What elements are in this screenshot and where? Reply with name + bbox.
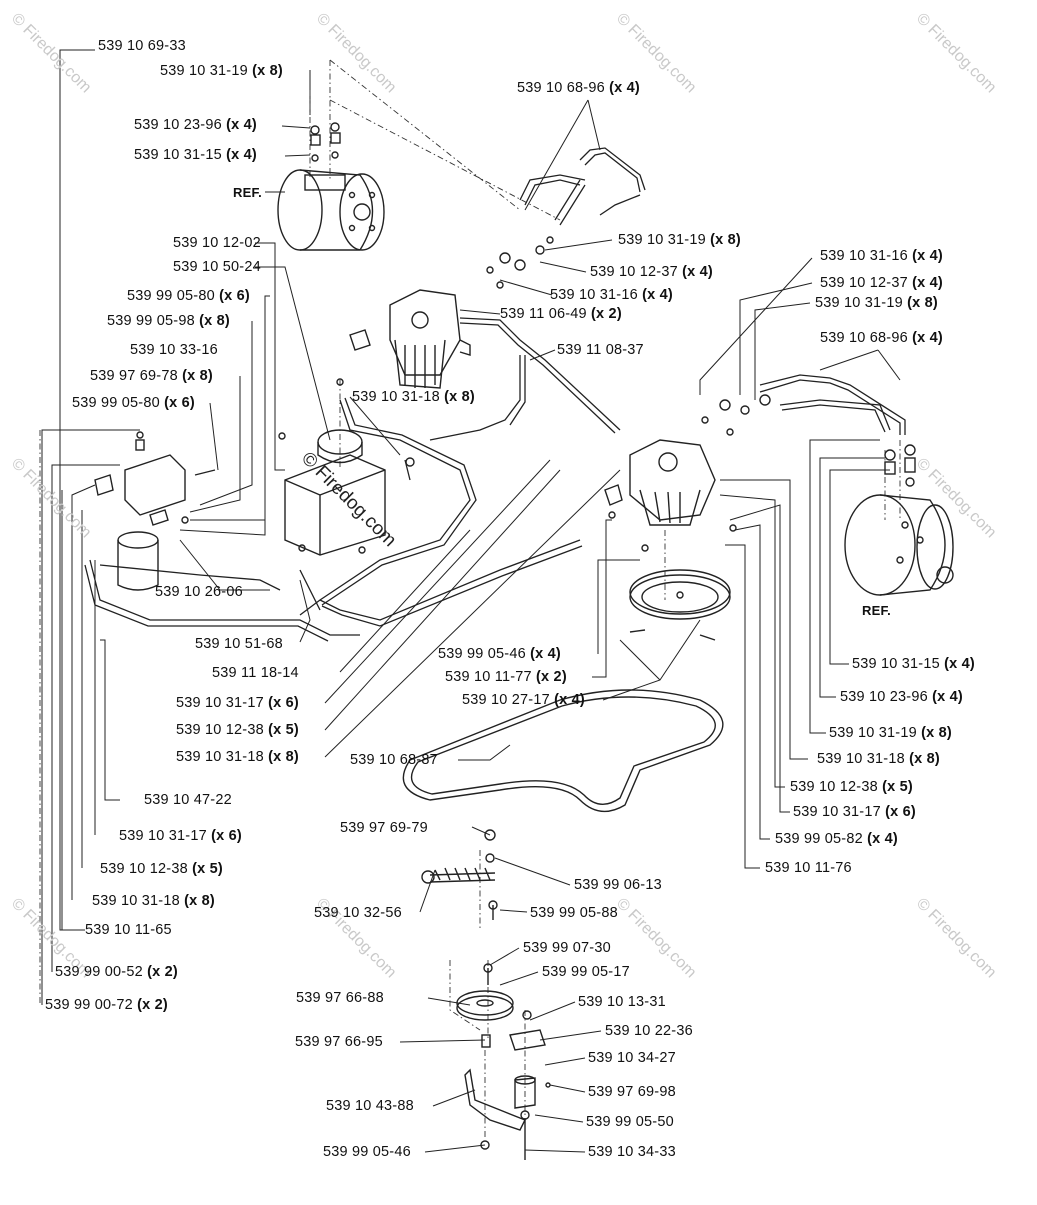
- reference-label-left: REF.: [233, 185, 262, 200]
- callout-label: 539 10 31-17 (x 6): [793, 804, 916, 820]
- callout-label: 539 10 31-18 (x 8): [92, 893, 215, 909]
- callout-label: 539 10 31-18 (x 8): [176, 749, 299, 765]
- callout-label: 539 10 32-56: [314, 905, 402, 921]
- bottom-leader-lines: [399, 744, 602, 1153]
- callout-label: 539 10 12-37 (x 4): [590, 264, 713, 280]
- callout-label: 539 97 66-88: [296, 990, 384, 1006]
- callout-label: 539 99 05-50: [586, 1114, 674, 1130]
- assembly-dashed-lines: [39, 59, 901, 1150]
- callout-label: 539 99 05-46: [323, 1144, 411, 1160]
- callout-label: 539 99 06-13: [574, 877, 662, 893]
- callout-label: 539 97 69-79: [340, 820, 428, 836]
- callout-label: 539 10 31-17 (x 6): [176, 695, 299, 711]
- drive-pulley: [629, 569, 731, 641]
- callout-label: 539 99 00-52 (x 2): [55, 964, 178, 980]
- right-leader-lines: [349, 99, 901, 869]
- top-hydraulic-pump: [336, 289, 471, 389]
- filter-assembly: [94, 431, 216, 591]
- right-hydraulic-motor: [844, 444, 954, 596]
- reference-label-right: REF.: [862, 603, 891, 618]
- callout-label: 539 97 69-98: [588, 1084, 676, 1100]
- callout-label: 539 10 31-19 (x 8): [618, 232, 741, 248]
- callout-label: 539 10 12-38 (x 5): [100, 861, 223, 877]
- callout-label: 539 99 05-98 (x 8): [107, 313, 230, 329]
- callout-label: 539 10 47-22: [144, 792, 232, 808]
- callout-label: 539 10 33-16: [130, 342, 218, 358]
- callout-label: 539 10 68-87: [350, 752, 438, 768]
- callout-label: 539 10 31-15 (x 4): [134, 147, 257, 163]
- callout-label: 539 10 34-27: [588, 1050, 676, 1066]
- callout-label: 539 10 50-24: [173, 259, 261, 275]
- fittings: [278, 236, 771, 467]
- callout-label: 539 10 31-19 (x 8): [829, 725, 952, 741]
- left-hydraulic-motor: [277, 122, 385, 251]
- callout-label: 539 10 12-02: [173, 235, 261, 251]
- callout-label: 539 10 23-96 (x 4): [840, 689, 963, 705]
- callout-label: 539 10 23-96 (x 4): [134, 117, 257, 133]
- callout-label: 539 10 68-96 (x 4): [517, 80, 640, 96]
- left-leader-lines: [41, 49, 621, 1005]
- callout-label: 539 10 43-88: [326, 1098, 414, 1114]
- callout-label: 539 99 07-30: [523, 940, 611, 956]
- callout-label: 539 10 11-65: [85, 922, 172, 938]
- callout-label: 539 10 31-17 (x 6): [119, 828, 242, 844]
- callout-label: 539 10 27-17 (x 4): [462, 692, 585, 708]
- callout-label: 539 99 00-72 (x 2): [45, 997, 168, 1013]
- callout-label: 539 99 05-82 (x 4): [775, 831, 898, 847]
- callout-label: 539 10 68-96 (x 4): [820, 330, 943, 346]
- right-hydraulic-pump: [604, 439, 737, 552]
- callout-label: 539 10 34-33: [588, 1144, 676, 1160]
- callout-label: 539 99 05-46 (x 4): [438, 646, 561, 662]
- callout-label: 539 99 05-80 (x 6): [127, 288, 250, 304]
- callout-label: 539 11 06-49 (x 2): [500, 306, 622, 322]
- callout-label: 539 10 11-77 (x 2): [445, 669, 567, 685]
- callout-label: 539 10 22-36: [605, 1023, 693, 1039]
- callout-label: 539 99 05-80 (x 6): [72, 395, 195, 411]
- callout-label: 539 99 05-88: [530, 905, 618, 921]
- callout-label: 539 10 26-06: [155, 584, 243, 600]
- callout-label: 539 10 31-19 (x 8): [160, 63, 283, 79]
- callout-label: 539 11 08-37: [557, 342, 644, 358]
- drive-belt: [402, 689, 724, 813]
- callout-label: 539 10 51-68: [195, 636, 283, 652]
- callout-label: 539 10 12-38 (x 5): [790, 779, 913, 795]
- callout-label: 539 10 31-16 (x 4): [550, 287, 673, 303]
- callout-label: 539 10 12-38 (x 5): [176, 722, 299, 738]
- callout-label: 539 10 31-18 (x 8): [352, 389, 475, 405]
- callout-label: 539 97 66-95: [295, 1034, 383, 1050]
- oil-tank: [284, 429, 386, 556]
- hydraulic-tubes: [84, 147, 906, 642]
- callout-label: 539 10 11-76: [765, 860, 852, 876]
- callout-label: 539 10 12-37 (x 4): [820, 275, 943, 291]
- tensioner-assembly: [421, 829, 551, 1160]
- callout-label: 539 10 31-18 (x 8): [817, 751, 940, 767]
- callout-label: 539 10 13-31: [578, 994, 666, 1010]
- callout-label: 539 10 31-16 (x 4): [820, 248, 943, 264]
- callout-label: 539 97 69-78 (x 8): [90, 368, 213, 384]
- callout-label: 539 11 18-14: [212, 665, 299, 681]
- callout-label: 539 99 05-17: [542, 964, 630, 980]
- callout-label: 539 10 31-15 (x 4): [852, 656, 975, 672]
- callout-label: 539 10 69-33: [98, 38, 186, 54]
- callout-label: 539 10 31-19 (x 8): [815, 295, 938, 311]
